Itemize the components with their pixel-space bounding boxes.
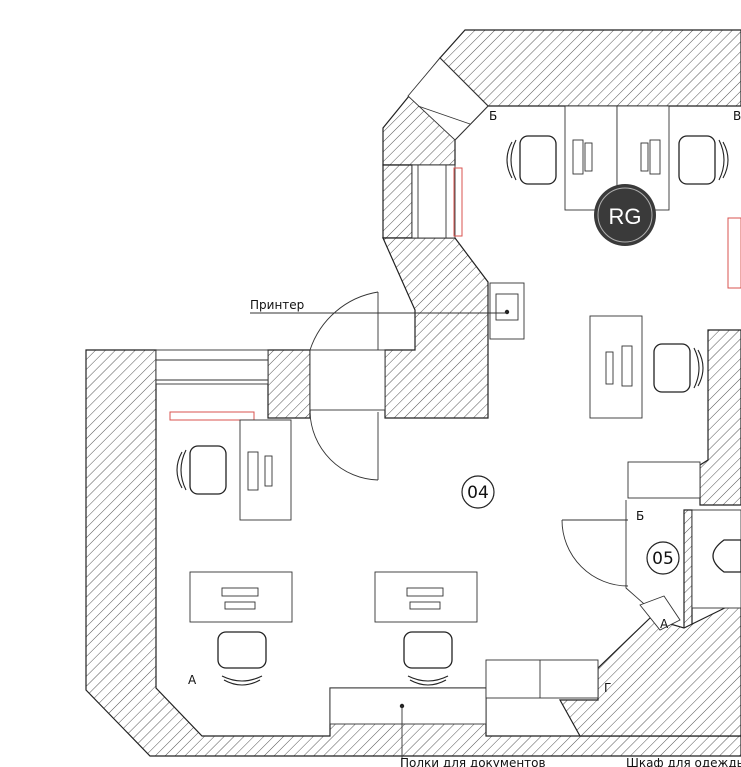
axis-a-right: А [660, 617, 669, 631]
chairs [176, 135, 729, 686]
desk-bottom-left [189, 571, 293, 623]
chair-top-right [678, 135, 729, 185]
wardrobe-label: Шкаф для одежды [626, 756, 741, 767]
shelves [329, 687, 487, 725]
wall-corridor-left [382, 164, 413, 239]
door-arc-lower [309, 411, 379, 481]
chair-top-left [506, 135, 557, 185]
door-arc-bath [561, 519, 629, 587]
window-diagonal [407, 57, 489, 141]
axis-b-top: Б [489, 109, 497, 123]
printer [495, 293, 519, 321]
chair-right [653, 343, 704, 393]
printer-label: Принтер [250, 298, 304, 312]
red-marker-right [727, 217, 741, 289]
furniture [189, 105, 670, 623]
chair-bottom-left [217, 631, 267, 686]
room-05-circle [646, 541, 680, 575]
axis-g-bottom: Г [604, 681, 611, 695]
radiator-left [169, 411, 255, 421]
room-04-circle [461, 475, 495, 509]
door-opening [309, 349, 386, 411]
wall-top [439, 29, 741, 107]
watermark-text: RG [609, 204, 642, 229]
sink [712, 539, 741, 573]
radiator-corridor [453, 167, 463, 237]
room-04-label: 04 [467, 483, 489, 503]
doors [309, 291, 661, 619]
niche [627, 461, 701, 499]
chair-left [176, 445, 227, 495]
window-left [155, 349, 269, 385]
shelves-label: Полки для документов [400, 756, 546, 767]
windows [155, 57, 741, 725]
watermark-logo [594, 184, 656, 246]
axis-v-top: В [733, 109, 741, 123]
wall-right [699, 329, 741, 506]
axis-b-right: Б [636, 509, 644, 523]
axis-a-left: А [188, 673, 197, 687]
window-corridor [411, 164, 456, 239]
washbasin [639, 595, 681, 631]
chair-bottom-right [403, 631, 453, 686]
wardrobe [485, 659, 599, 699]
desk-bottom-right [374, 571, 478, 623]
wall-central-wedge [382, 237, 489, 419]
room-05-label: 05 [652, 549, 674, 569]
desk-right [589, 315, 643, 419]
printer-dot [504, 309, 510, 315]
door-arc-upper [309, 291, 379, 351]
wall-bath-right [683, 509, 693, 629]
wall-mid-upper [267, 349, 311, 419]
